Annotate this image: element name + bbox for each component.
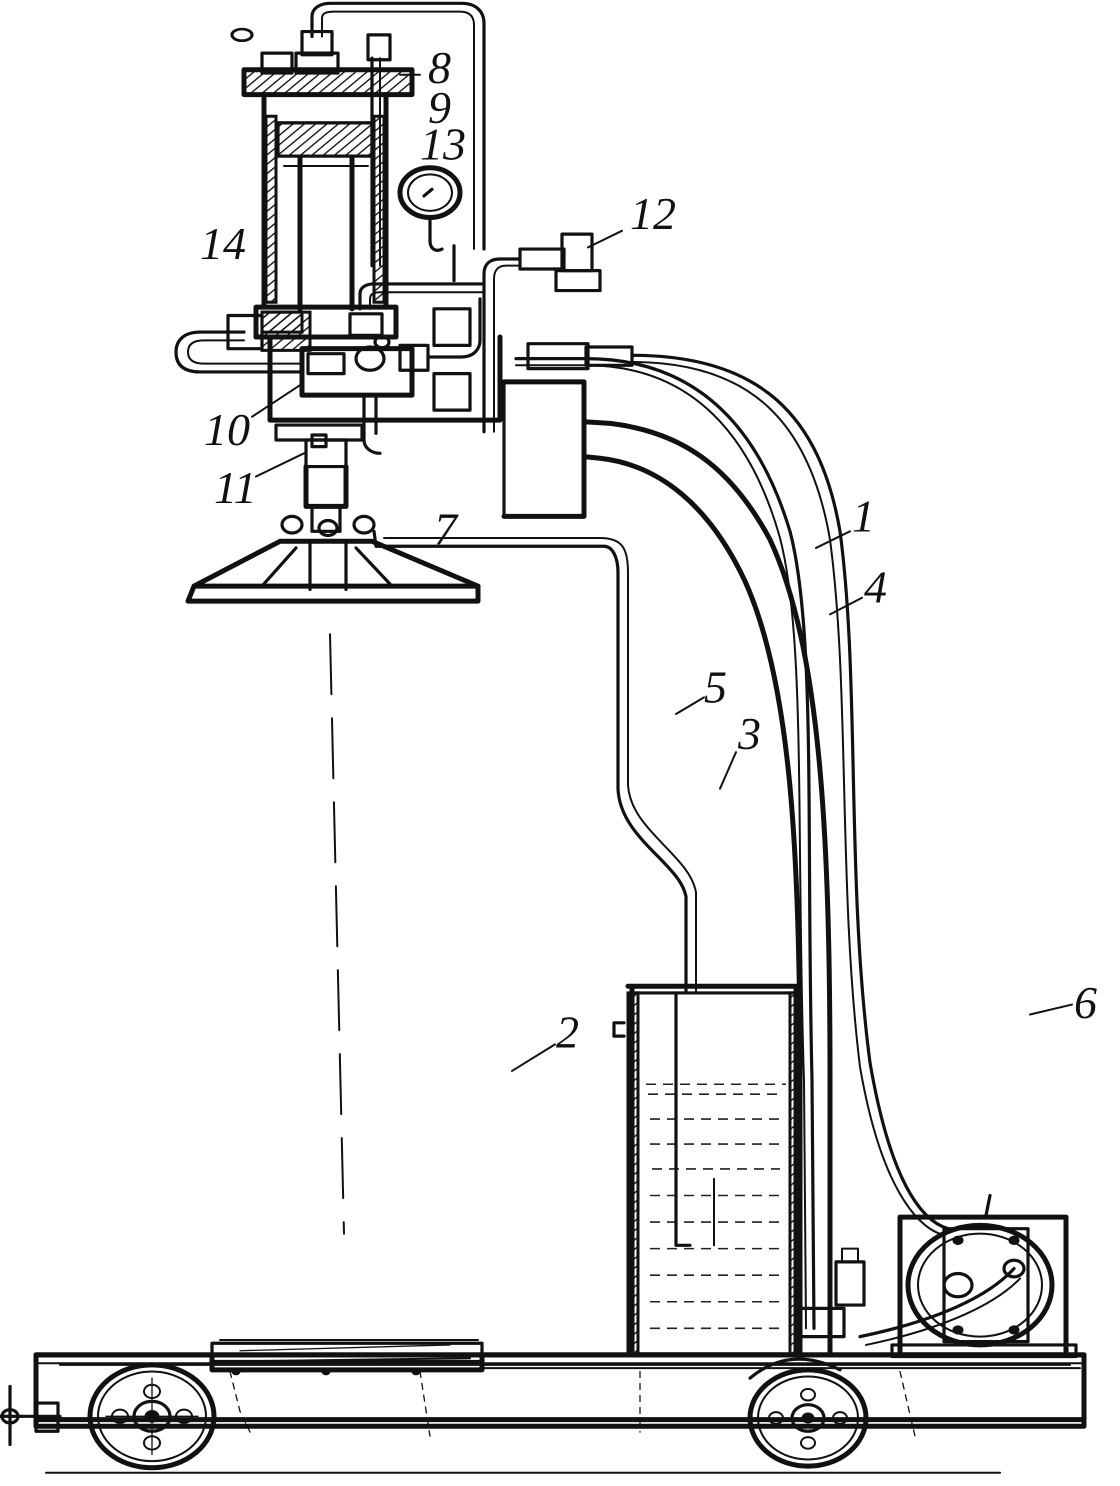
water-tank xyxy=(614,986,800,1355)
return-loop-pipe xyxy=(312,3,484,249)
pressure-gauge-13 xyxy=(400,168,460,281)
pump-motor-unit xyxy=(860,1195,1076,1356)
callout-labels: 1 2 3 4 5 6 7 8 9 10 11 12 13 14 xyxy=(200,42,1097,1058)
spindle-tool-7 xyxy=(188,435,478,1234)
label-5: 5 xyxy=(704,661,727,712)
left-wheel xyxy=(90,1365,214,1468)
column-stand xyxy=(504,382,830,1355)
hand-crank-handle xyxy=(0,1386,60,1444)
label-6: 6 xyxy=(1074,977,1097,1028)
base-valve xyxy=(800,1249,864,1337)
hose-1 xyxy=(632,355,948,1235)
label-8: 8 xyxy=(428,42,451,93)
label-3: 3 xyxy=(737,708,761,759)
label-2: 2 xyxy=(556,1007,579,1058)
label-14: 14 xyxy=(200,218,246,269)
label-9: 9 xyxy=(428,82,451,133)
hose-5 xyxy=(374,531,696,993)
label-4: 4 xyxy=(864,562,887,613)
right-wheel xyxy=(750,1359,866,1466)
label-11: 11 xyxy=(214,462,257,513)
leader-lines xyxy=(252,75,1072,1071)
label-10: 10 xyxy=(204,404,250,455)
hose-4 xyxy=(516,359,814,1329)
fitting-12 xyxy=(484,234,632,432)
label-13: 13 xyxy=(420,118,466,169)
label-7: 7 xyxy=(434,504,459,555)
label-12: 12 xyxy=(630,188,676,239)
stray-mark xyxy=(230,27,254,43)
label-1: 1 xyxy=(852,490,875,541)
